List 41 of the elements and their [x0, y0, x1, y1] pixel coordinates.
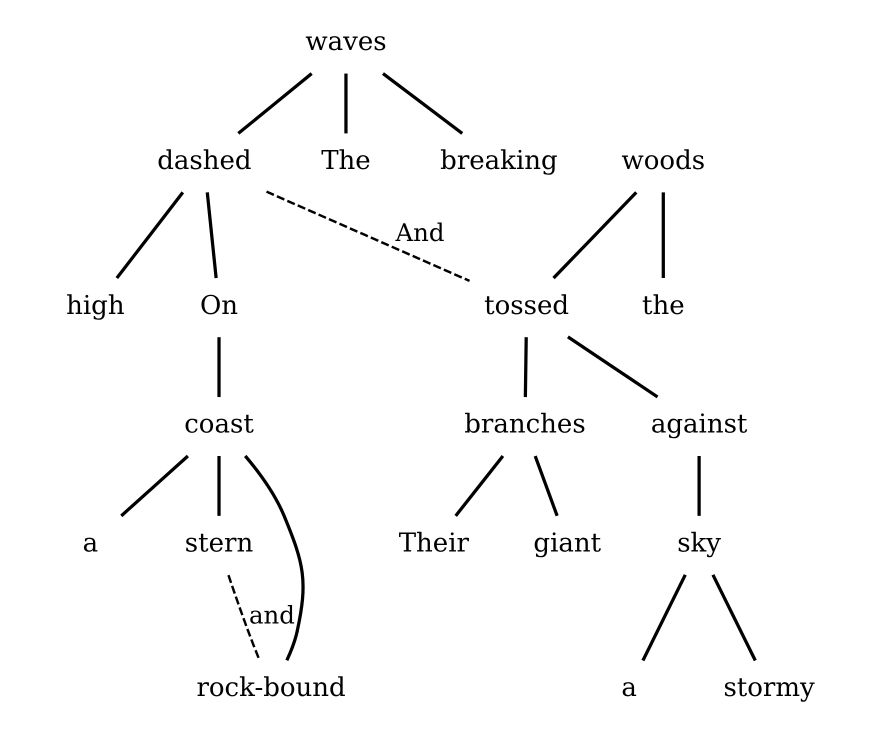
node-text: branches: [464, 410, 586, 440]
connector: [266, 190, 470, 282]
node-text: dashed: [156, 146, 252, 176]
node-text: a: [620, 673, 636, 704]
connector: [236, 72, 312, 135]
connector: [216, 456, 220, 516]
connector: [661, 192, 664, 278]
connector: [115, 191, 184, 280]
connector: [216, 337, 220, 398]
node-text: coast: [184, 410, 254, 440]
node-text: sky: [676, 528, 721, 558]
node-text: high: [66, 290, 124, 321]
connector: [696, 456, 700, 516]
node-text: The: [320, 146, 370, 176]
node-text: against: [650, 410, 747, 440]
node-text: a: [82, 528, 98, 558]
connector: [710, 574, 756, 662]
connector: [566, 336, 658, 398]
connector: [552, 191, 637, 280]
node-text: giant: [532, 528, 601, 558]
node-text: waves: [304, 27, 386, 58]
connector: [205, 192, 218, 278]
connector: [454, 455, 504, 517]
connector: [244, 454, 304, 661]
connector: [523, 337, 528, 398]
edge-label: and: [248, 600, 294, 630]
connector: [344, 74, 348, 134]
node-text: Their: [398, 528, 468, 558]
node-text: rock-bound: [196, 673, 346, 704]
node-text: stormy: [722, 673, 814, 704]
node-text: stern: [184, 528, 253, 558]
node-text: breaking: [440, 146, 558, 176]
connector: [382, 72, 463, 135]
node-text: the: [642, 290, 684, 321]
connector: [640, 574, 686, 662]
connector: [533, 455, 558, 516]
node-text: woods: [621, 146, 705, 176]
connector: [120, 454, 188, 518]
node-text: tossed: [484, 290, 569, 321]
node-text: On: [199, 290, 238, 321]
edge-label: And: [395, 218, 444, 247]
